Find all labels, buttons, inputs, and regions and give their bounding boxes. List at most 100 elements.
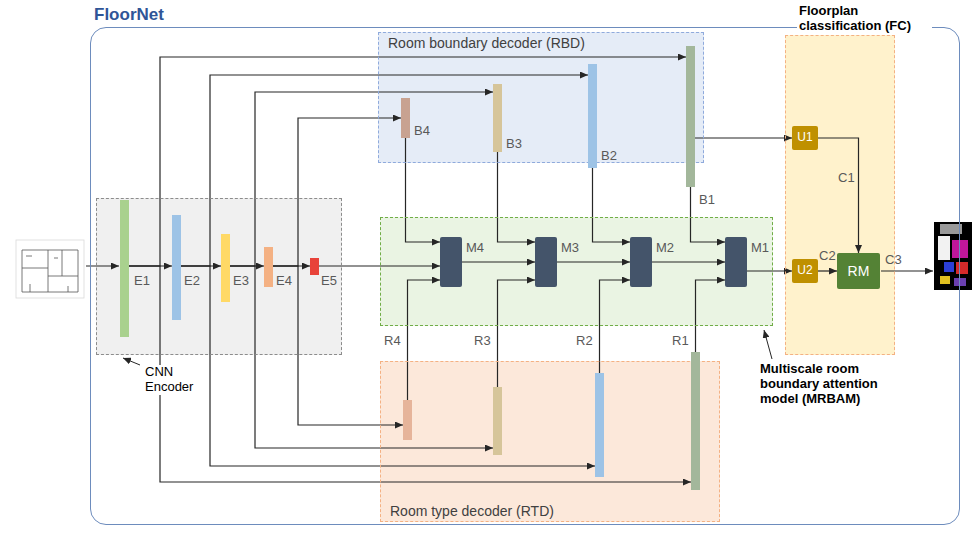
connector-arrow <box>462 261 535 262</box>
connector-arrow <box>273 118 401 266</box>
text-holder: B1 <box>699 190 715 208</box>
connector-arrow <box>181 266 595 466</box>
region-panel: U1U2RMFloorplan classification (FC) <box>785 35 895 355</box>
module-label: U2 <box>797 264 812 278</box>
text-holder: E1 <box>134 271 150 289</box>
feature-label: B1 <box>699 193 715 208</box>
text-holder: E4 <box>276 271 292 289</box>
feature-label: R1 <box>672 334 689 349</box>
feature-bar: B4 <box>401 98 410 138</box>
connector-arrow <box>129 266 691 482</box>
connector-arrow <box>498 152 536 242</box>
text-holder: R2 <box>576 331 593 349</box>
connector-arrow <box>696 280 726 352</box>
attention-block: M2 <box>630 237 652 287</box>
text-holder: U1 <box>792 126 818 150</box>
feature-label: E5 <box>321 274 337 289</box>
text-holder: C1 <box>838 168 855 186</box>
module-box: RM <box>837 253 880 289</box>
region-fill <box>96 198 342 355</box>
feature-bar: R1 <box>691 352 700 490</box>
text-holder: R4 <box>384 331 401 349</box>
feature-label: M2 <box>656 241 674 256</box>
text-holder: B3 <box>506 134 522 152</box>
signal-label: C2 <box>819 249 836 264</box>
attention-block: M1 <box>725 237 747 287</box>
output-arrow <box>881 270 933 271</box>
module-box: U2 <box>792 259 818 283</box>
region-heading: CNN Encoder <box>143 365 205 395</box>
signal-label: C3 <box>885 253 902 268</box>
text-holder: M1 <box>751 238 769 256</box>
output-segmentation-image <box>934 222 972 290</box>
attention-block: M4 <box>440 237 462 287</box>
connector-arrow <box>691 187 726 242</box>
text-holder: M4 <box>466 238 484 256</box>
connector-arrow <box>818 270 837 271</box>
connector-arrow <box>695 137 792 138</box>
text-holder: Room boundary decoder (RBD) <box>388 34 585 52</box>
connector-arrow <box>652 261 725 262</box>
feature-bar: R4 <box>403 400 412 440</box>
text-holder: E3 <box>233 271 249 289</box>
connector-arrow <box>129 57 686 266</box>
feature-label: E1 <box>134 274 150 289</box>
text-holder: B4 <box>414 121 430 139</box>
text-holder: C3 <box>885 250 902 268</box>
connector-arrow <box>818 138 859 253</box>
feature-bar: E4 <box>264 247 273 287</box>
feature-label: B4 <box>414 124 430 139</box>
region-heading: Multiscale room boundary attention model… <box>758 362 894 407</box>
text-holder: RM <box>837 253 880 289</box>
connector-arrow <box>593 168 631 242</box>
connector-arrow <box>600 280 631 373</box>
input-floorplan-image <box>16 240 84 298</box>
feature-label: M4 <box>466 241 484 256</box>
text-holder: U2 <box>792 259 818 283</box>
text-holder: R3 <box>474 331 491 349</box>
text-holder: Multiscale room boundary attention model… <box>758 362 894 407</box>
region-panel: B4B3B2B1Room boundary decoder (RBD) <box>378 32 704 163</box>
feature-label: R4 <box>384 334 401 349</box>
region-title: Room boundary decoder (RBD) <box>388 35 585 51</box>
connector-arrow <box>408 280 441 400</box>
feature-bar: B3 <box>493 84 502 152</box>
feature-bar: E5 <box>310 258 319 275</box>
text-holder: M2 <box>656 238 674 256</box>
region-fill <box>380 361 720 522</box>
text-holder: Floorplan classification (FC) <box>797 4 932 34</box>
region-heading: Floorplan classification (FC) <box>797 4 932 34</box>
connector-arrow <box>273 266 403 425</box>
feature-bar: R2 <box>595 373 604 477</box>
connector-arrow <box>498 280 536 387</box>
feature-label: M1 <box>751 241 769 256</box>
text-holder: FloorNet <box>92 5 166 25</box>
leader-line <box>764 330 772 359</box>
module-label: RM <box>848 263 870 279</box>
connector-arrow <box>230 266 493 448</box>
connector-arrow <box>557 261 630 262</box>
diagram-frame: B4B3B2B1Room boundary decoder (RBD)U1U2R… <box>90 27 960 525</box>
feature-label: E2 <box>184 274 200 289</box>
feature-bar: E3 <box>221 234 230 302</box>
feature-bar: E1 <box>120 200 129 337</box>
feature-label: E3 <box>233 274 249 289</box>
signal-label: C1 <box>838 171 855 186</box>
feature-bar: B1 <box>686 46 695 187</box>
region-panel: E1E2E3E4E5CNN Encoder <box>96 198 342 355</box>
feature-label: R2 <box>576 334 593 349</box>
feature-label: R3 <box>474 334 491 349</box>
text-holder: CNN Encoder <box>143 365 205 395</box>
module-label: U1 <box>797 131 812 145</box>
text-holder: M3 <box>561 238 579 256</box>
diagram-title: FloorNet <box>92 5 166 25</box>
connector-arrow <box>181 75 588 266</box>
text-holder: B2 <box>601 146 617 164</box>
feature-label: M3 <box>561 241 579 256</box>
